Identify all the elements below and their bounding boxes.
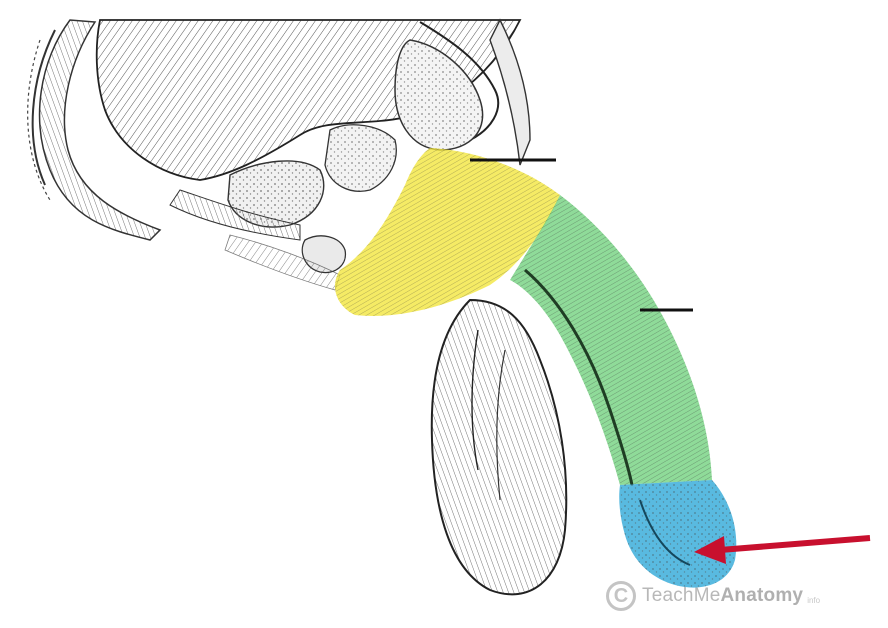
copyright-logo-icon: C: [606, 581, 636, 611]
red-arrow: [694, 535, 871, 564]
watermark-brand-light: TeachMe: [642, 585, 721, 606]
pelvic-floor: [224, 234, 341, 291]
scrotum: [430, 298, 568, 596]
watermark: C TeachMeAnatomy info: [606, 574, 820, 618]
watermark-suffix: info: [807, 596, 821, 605]
spongy-urethra-shaft-region: [510, 195, 712, 486]
glans-navicular-fossa-region: [619, 480, 737, 588]
prostatic-membranous-region: [335, 148, 560, 316]
watermark-brand-bold: Anatomy: [720, 585, 804, 606]
watermark-brand: TeachMeAnatomy: [642, 585, 803, 607]
abdominal-wall: [27, 19, 162, 241]
pubic-symphysis: [394, 18, 531, 166]
